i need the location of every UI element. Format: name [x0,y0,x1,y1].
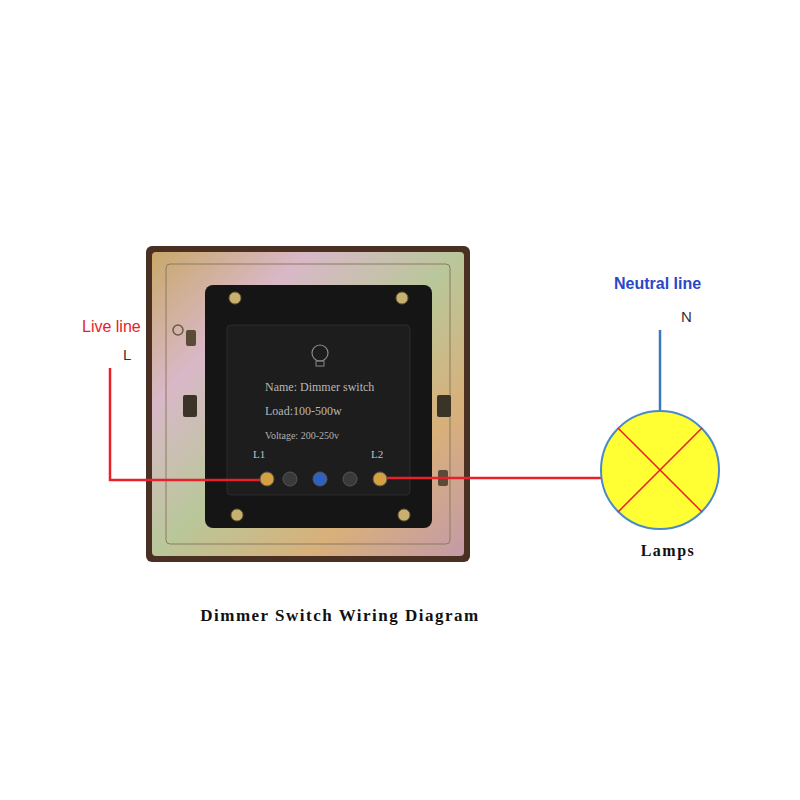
lamp-node: Lamps [598,408,722,568]
wire-letter: N [681,308,692,326]
screw [398,509,410,521]
wire-label: Live line [82,317,141,336]
module-name-text-holder: Name: Dimmer switch [265,377,374,395]
earth-mark [173,325,183,335]
plate-inner-edge [166,264,450,544]
lamp-cross [618,428,702,512]
screw [231,509,243,521]
terminal-screw [313,472,327,486]
load-wire [432,477,602,480]
wire-label-holder: Neutral line [614,274,701,293]
metal-plate [152,252,464,556]
wire-letter: L [123,346,131,364]
mount-hole [437,395,451,417]
terminal-screw [260,472,274,486]
terminal-label-holder: L2 [371,444,383,462]
module-voltage-text-holder: Voltage: 200-250v [265,425,339,443]
terminal-screw [373,472,387,486]
lamp-label: Lamps [641,541,696,560]
dimmer-module: Name: Dimmer switchLoad:100-500wVoltage:… [205,285,432,528]
module-load-text: Load:100-500w [265,404,342,418]
module-name-text: Name: Dimmer switch [265,380,374,394]
terminal-screw [283,472,297,486]
screw [396,292,408,304]
logo-bulb [312,345,328,361]
live-wire-inner [205,479,267,482]
wire-letter-holder: N [681,308,692,326]
diagram-caption-holder: Dimmer Switch Wiring Diagram [120,606,560,626]
wire-letter-holder: L [123,346,131,364]
lamp-symbol [598,408,722,532]
module-face [227,325,410,495]
terminal-label: L1 [253,448,265,461]
module-voltage-text: Voltage: 200-250v [265,430,339,442]
diagram-caption: Dimmer Switch Wiring Diagram [200,606,480,626]
terminal-label: L2 [371,448,383,461]
wire-label: Neutral line [614,274,701,293]
logo-bulb-base [316,361,324,366]
plate-frame [146,246,470,562]
terminal-screw [343,472,357,486]
mount-hole [183,395,197,417]
terminal-label-holder: L1 [253,444,265,462]
screw [229,292,241,304]
lamp-label-holder: Lamps [598,541,738,560]
module-load-text-holder: Load:100-500w [265,401,342,419]
lamp-cross [618,428,702,512]
mount-slot [186,330,196,346]
lamp-circle [601,411,719,529]
neutral-wire [659,330,662,410]
load-wire-inner [380,477,432,480]
live-wire [110,368,206,480]
wire-label-holder: Live line [82,317,141,336]
